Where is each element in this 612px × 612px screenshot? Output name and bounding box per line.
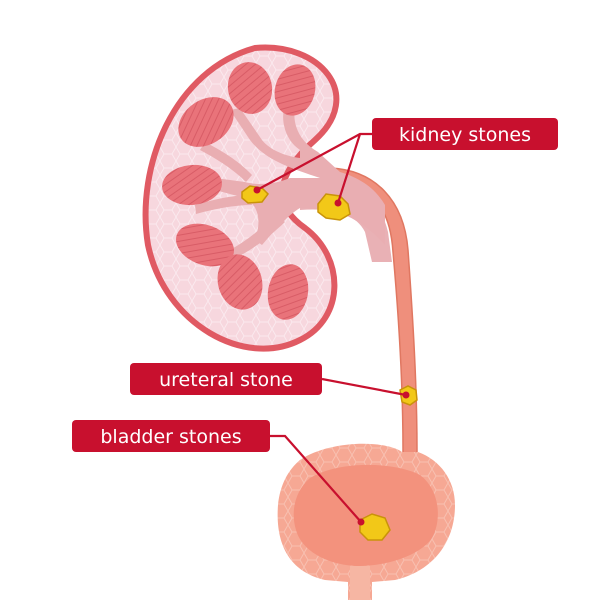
label-ureteral-stone: ureteral stone <box>130 363 322 395</box>
renal-pyramid-1 <box>178 97 234 147</box>
renal-pyramid-4 <box>162 164 222 206</box>
pointer-dot-ureteral-stone <box>402 391 410 399</box>
leader-line-ureteral-stone <box>321 377 407 397</box>
leader-line-kidney-stone-2 <box>336 133 362 204</box>
pointer-dot-kidney-stone-2 <box>334 199 342 207</box>
renal-pyramid-7 <box>267 264 309 320</box>
kidney-stone-2 <box>317 193 351 221</box>
calyx-minor-left <box>195 195 252 214</box>
urethra <box>350 566 370 600</box>
kidney <box>142 44 385 352</box>
leader-line-bladder-stone <box>270 434 362 523</box>
calyx-minor-upper-left <box>200 142 252 182</box>
label-box-ureteral-stone <box>130 363 322 395</box>
calyx-minor-lower <box>230 215 285 258</box>
renal-pyramid-6 <box>217 254 263 310</box>
leader-lines <box>256 132 407 523</box>
renal-pyramid-5 <box>175 223 235 267</box>
bladder-lumen <box>293 464 438 566</box>
pointer-dot-kidney-stone-1 <box>253 186 261 194</box>
renal-pyramid-2 <box>227 62 273 114</box>
label-text-ureteral-stone: ureteral stone <box>159 369 293 391</box>
label-text-kidney-stones: kidney stones <box>399 124 531 146</box>
kidney-stone-1 <box>241 185 269 204</box>
label-text-bladder-stones: bladder stones <box>100 426 241 448</box>
bladder-stone <box>359 513 391 541</box>
pointer-dot-bladder-stone <box>357 518 365 526</box>
label-box-kidney-stones <box>372 118 558 150</box>
label-bladder-stones: bladder stones <box>72 420 270 452</box>
label-kidney-stones: kidney stones <box>372 118 558 150</box>
label-box-bladder-stones <box>72 420 270 452</box>
renal-pyramid-3 <box>274 64 316 116</box>
